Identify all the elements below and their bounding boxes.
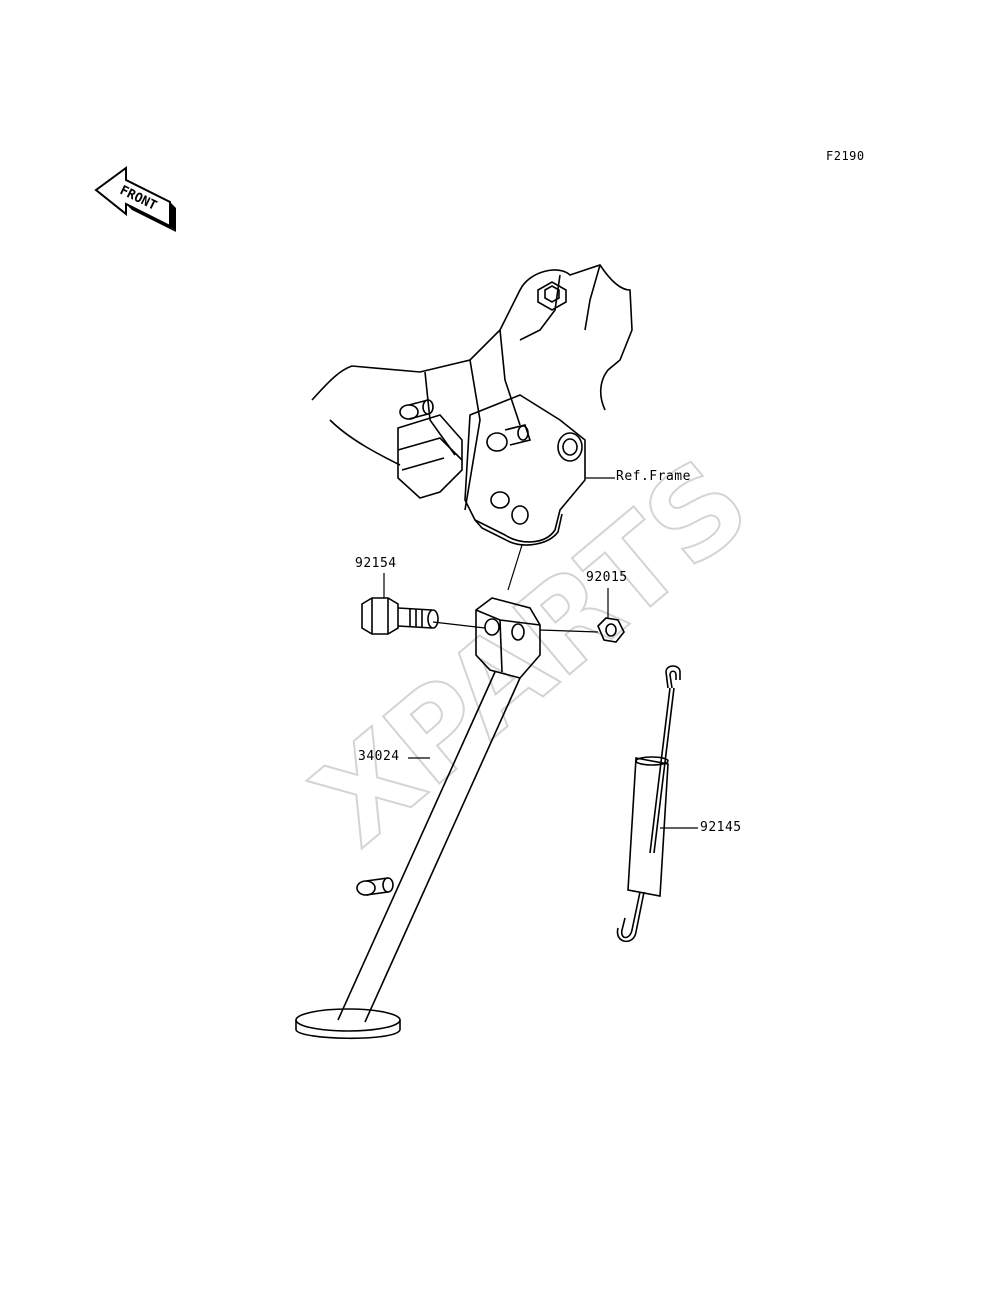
watermark: XPARTS xyxy=(288,432,776,873)
diagram-code: F2190 xyxy=(826,149,865,163)
nut-92015 xyxy=(597,617,625,643)
callout-34024: 34024 xyxy=(358,749,400,764)
watermark-text: XPARTS xyxy=(289,433,775,872)
bolt-92154 xyxy=(361,597,439,635)
front-arrow-icon: FRONT xyxy=(94,166,176,232)
spring-92145 xyxy=(616,665,681,943)
callout-92145: 92145 xyxy=(700,820,742,835)
leader-lines xyxy=(383,477,698,829)
frame-section xyxy=(311,264,633,546)
callout-92015: 92015 xyxy=(586,570,628,585)
callout-ref-frame: Ref.Frame xyxy=(616,469,691,484)
callout-92154: 92154 xyxy=(355,556,397,571)
side-stand-34024 xyxy=(295,597,541,1040)
